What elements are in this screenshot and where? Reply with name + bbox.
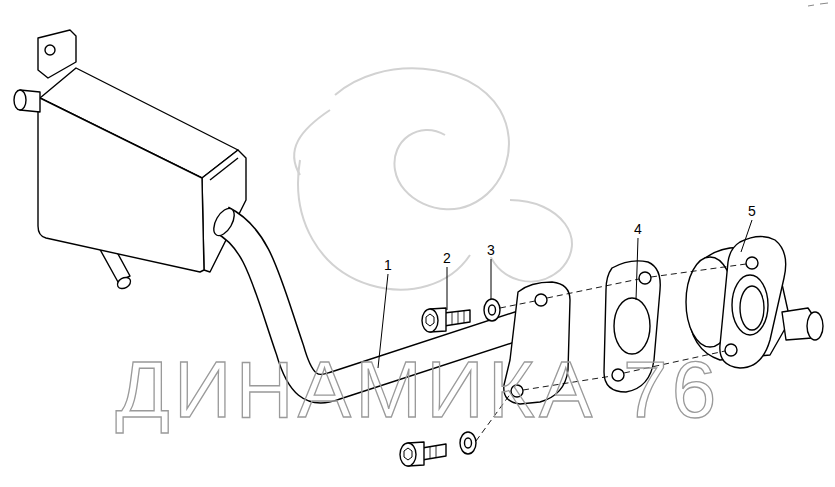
housing-hole: [746, 257, 758, 269]
inlet-nipple-end: [14, 90, 26, 110]
tab-hole: [45, 45, 55, 55]
watermark: ДИНАМИКА 76: [116, 350, 721, 430]
housing-flange: [720, 236, 786, 368]
bolt: [422, 308, 470, 332]
drain-pipe-end: [115, 275, 132, 291]
housing-bore-inner: [740, 286, 764, 330]
callout-number: 4: [633, 222, 643, 236]
gasket-bore: [614, 298, 650, 354]
washer-hole: [489, 305, 496, 315]
tank-edge: [210, 158, 238, 180]
drawing: [14, 30, 823, 466]
housing-hole: [725, 344, 737, 356]
washer: [460, 432, 476, 454]
housing-nipple-end: [807, 312, 823, 340]
mount-tab: [38, 30, 76, 78]
bolt: [400, 442, 446, 466]
gasket-hole: [639, 272, 651, 284]
housing-bore: [732, 275, 768, 335]
corner-mark: [808, 3, 828, 6]
tank-front: [38, 98, 204, 272]
callout-number: 2: [442, 251, 452, 265]
washer-hole: [465, 438, 472, 448]
pipe-joint: [210, 205, 239, 239]
washer: [484, 299, 500, 321]
flange-hole: [535, 294, 547, 306]
leader-line: [378, 220, 752, 368]
logo-watermark: [294, 68, 572, 289]
callout-number: 5: [747, 204, 757, 218]
callout-number: 1: [383, 258, 393, 272]
callout-number: 3: [486, 243, 496, 257]
